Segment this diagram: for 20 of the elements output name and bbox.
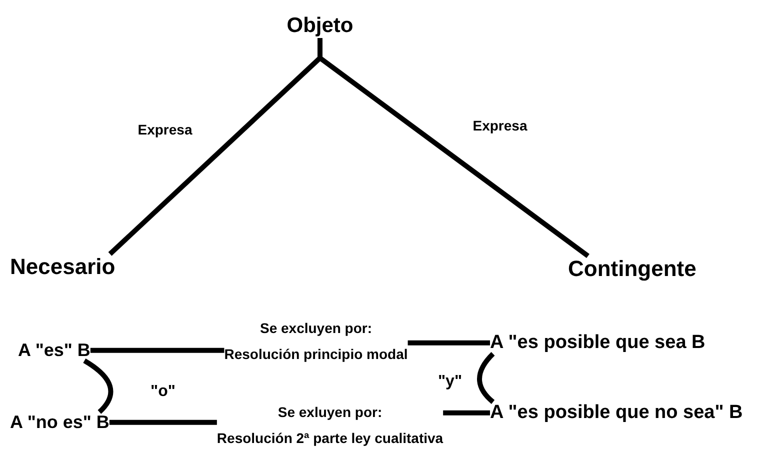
node-label: A "es posible que no sea" B [490, 402, 743, 424]
node-heading: Se exluyen por: [278, 404, 382, 420]
connector-line [318, 38, 590, 258]
connector-line [109, 420, 217, 425]
edge-label: Expresa [470, 118, 530, 134]
node-label: A "es" B [18, 340, 90, 361]
connector-line [83, 358, 114, 414]
node-label: Objeto [286, 14, 354, 38]
connector-line [90, 348, 224, 353]
connector-line [443, 410, 490, 416]
connector-line [408, 340, 490, 346]
node-label: A "es posible que sea B [490, 332, 706, 354]
connector-line [477, 352, 495, 404]
node-label: A "no es" B [10, 412, 110, 433]
node-label: Resolución principio modal [224, 346, 408, 362]
edge-label: Expresa [136, 122, 194, 138]
node-label: Resolución 2ª parte ley cualitativa [216, 430, 444, 446]
node-heading: Se excluyen por: [260, 320, 372, 336]
node-label: Contingente [568, 256, 696, 282]
node-label: Necesario [10, 254, 116, 280]
